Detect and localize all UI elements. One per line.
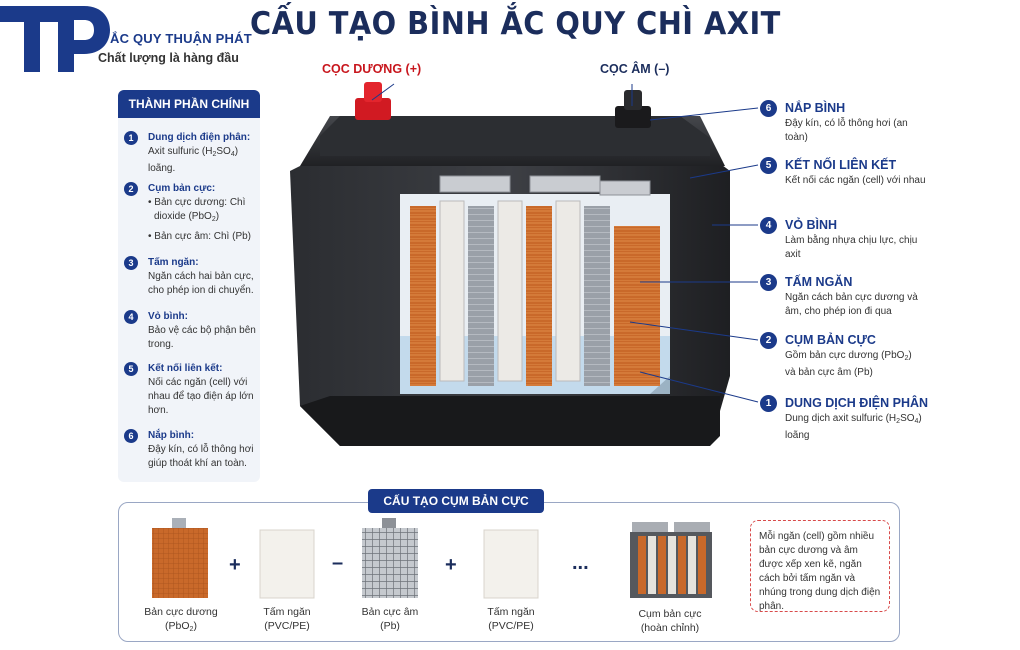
brand-logo: TP [0, 6, 110, 72]
operator-plus-1: + [229, 554, 241, 576]
component-item-electrolyte: 1 Dung dịch điện phân: Axit sulfuric (H2… [124, 131, 260, 176]
callout-connector: 5 KẾT NỐI LIÊN KẾT Kết nối các ngăn (cel… [760, 156, 930, 188]
callout-lid: 6 NẮP BÌNH Đậy kín, có lỗ thông hơi (an … [760, 99, 930, 145]
negative-plate-image [362, 518, 418, 598]
component-item-separator: 3 Tấm ngăn: Ngăn cách hai bản cực, cho p… [124, 256, 260, 298]
cell-note: Mỗi ngăn (cell) gồm nhiều bản cực dương … [750, 520, 890, 612]
positive-terminal-label: CỌC DƯƠNG (+) [322, 62, 422, 76]
separator-caption-2: Tấm ngăn(PVC/PE) [487, 606, 535, 632]
plate-assembly-header: CẤU TẠO CỤM BẢN CỰC [368, 489, 544, 513]
main-components-panel [118, 90, 260, 482]
negative-plate-caption: Bản cực âm(Pb) [361, 606, 419, 632]
battery-cutaway-illustration [290, 82, 730, 446]
component-item-plates: 2 Cụm bản cực: • Bản cực dương: Chì diox… [124, 182, 260, 244]
positive-plate-caption: Bản cực dương (PbO2) [144, 606, 218, 633]
negative-terminal-label: CỌC ÂM (–) [600, 62, 670, 76]
plate-assembly-caption: Cụm bản cực(hoàn chỉnh) [638, 608, 702, 634]
callout-case: 4 VỎ BÌNH Làm bằng nhựa chịu lực, chịu a… [760, 216, 930, 262]
callout-plates: 2 CỤM BẢN CỰC Gồm bản cực dương (PbO2) v… [760, 331, 930, 380]
brand-slogan: Chất lượng là hàng đầu [98, 51, 239, 65]
component-item-connector: 5 Kết nối liên kết: Nối các ngăn (cell) … [124, 362, 260, 418]
component-item-case: 4 Vỏ bình: Bảo vệ các bộ phận bên trong. [124, 310, 260, 352]
operator-plus-2: + [445, 554, 457, 576]
page-title: CẤU TẠO BÌNH ẮC QUY CHÌ AXIT [250, 6, 781, 42]
brand-name: ẮC QUY THUẬN PHÁT [110, 31, 252, 46]
plate-assembly-image [630, 522, 712, 598]
operator-minus: – [332, 552, 344, 574]
positive-terminal [355, 82, 391, 120]
positive-plate-image [152, 518, 208, 598]
operator-ellipsis: ... [572, 552, 589, 574]
main-components-header: THÀNH PHẦN CHÍNH [118, 90, 260, 118]
negative-terminal [615, 90, 651, 128]
cell-connectors [439, 175, 651, 196]
separator-image-1 [259, 529, 315, 599]
component-item-lid: 6 Nắp bình: Đậy kín, có lỗ thông hơi giú… [124, 429, 260, 471]
callout-separator: 3 TẤM NGĂN Ngăn cách bản cực dương và âm… [760, 273, 930, 319]
separator-caption-1: Tấm ngăn(PVC/PE) [263, 606, 311, 632]
separator-image-2 [483, 529, 539, 599]
plate-groups [410, 200, 660, 386]
callout-electrolyte: 1 DUNG DỊCH ĐIỆN PHÂN Dung dịch axit sul… [760, 394, 930, 443]
